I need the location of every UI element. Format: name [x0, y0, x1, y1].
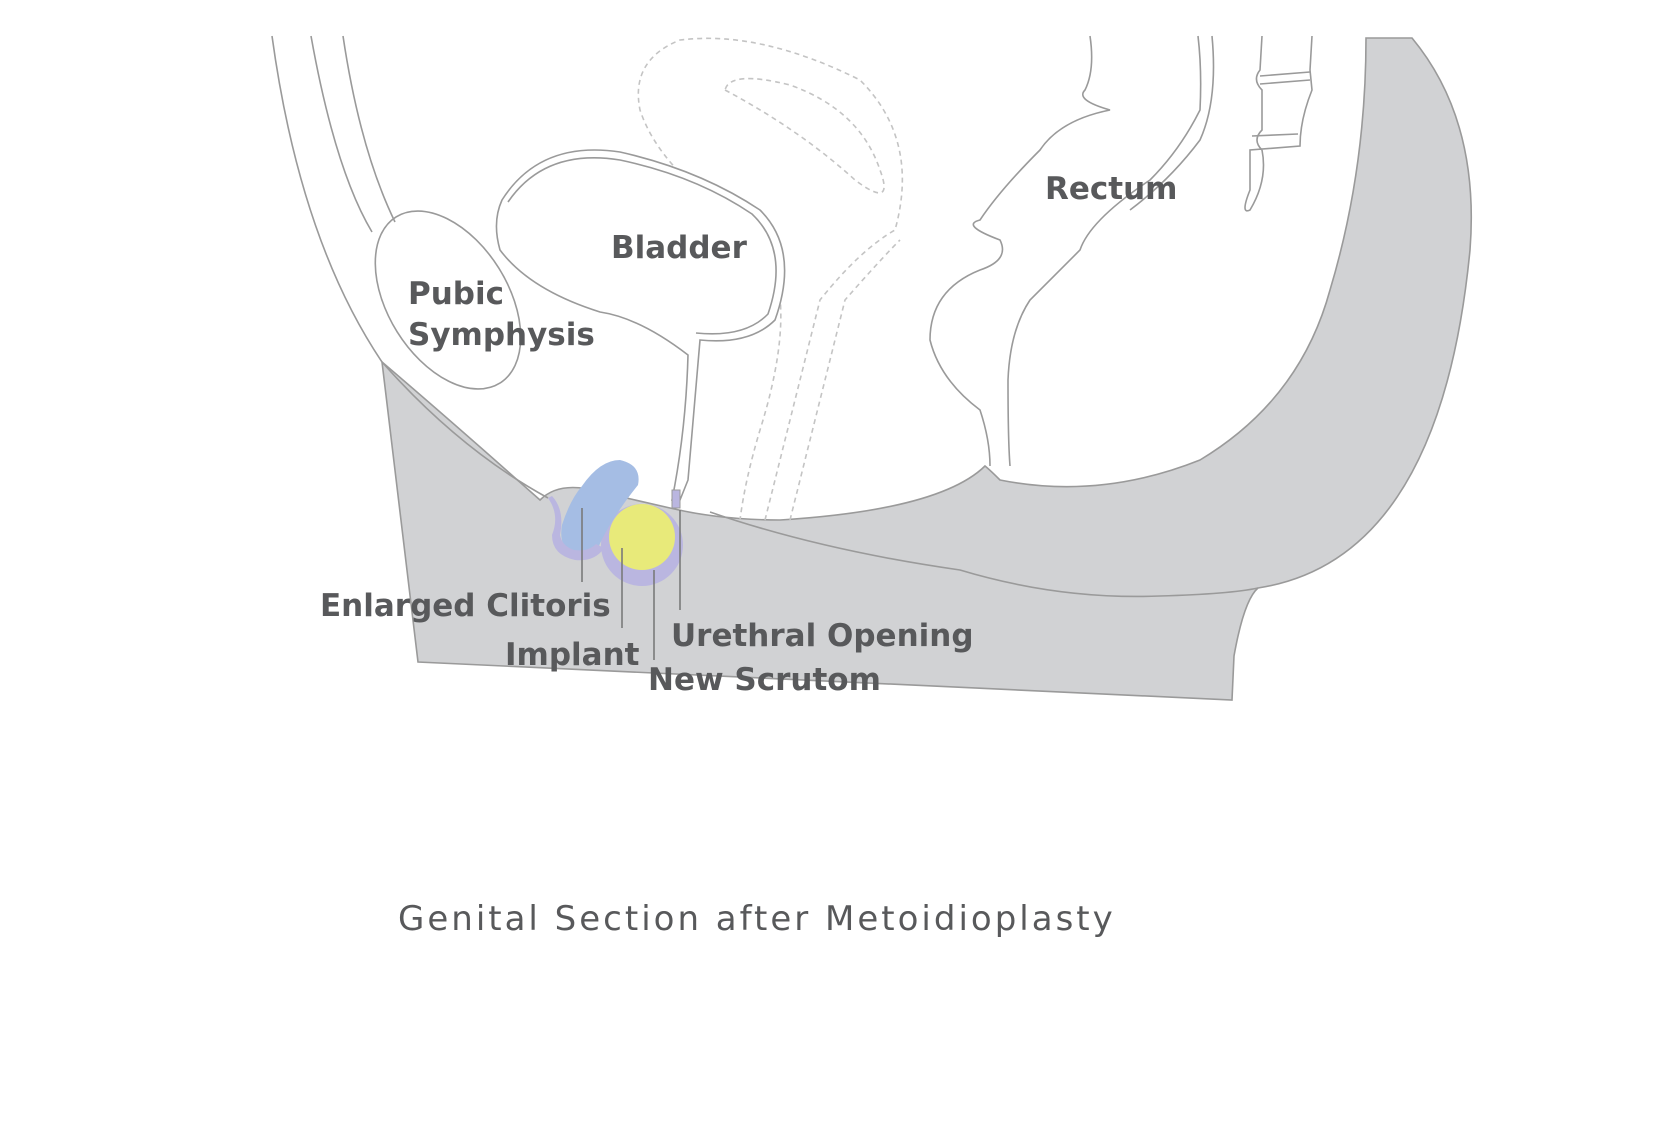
label-new-scrotum: New Scrutom [648, 662, 881, 698]
bladder-shape [495, 149, 786, 501]
abdominal-wall-outer [271, 35, 549, 499]
sacrum-segment-3 [1251, 133, 1299, 137]
label-implant: Implant [505, 637, 640, 673]
sacrum-shape [1244, 35, 1313, 212]
pubic-symphysis-shape [374, 210, 522, 390]
uterus-outline [637, 37, 904, 521]
rectum-inner [1007, 35, 1202, 467]
clitoral-hood-shape [548, 496, 604, 561]
label-pubic-line2: Symphysis [408, 317, 595, 353]
implant-shape [609, 504, 675, 570]
bladder-inner [507, 157, 777, 335]
rectum-wall [1129, 35, 1215, 211]
diagram-caption: Genital Section after Metoidioplasty [398, 899, 1116, 939]
urethral-tube [671, 489, 681, 509]
sacrum-segment-1 [1259, 71, 1311, 77]
rectum-shape [929, 35, 1111, 467]
abdominal-wall-inner [310, 35, 373, 233]
tissue-fold-line [709, 511, 1259, 598]
label-urethral-opening: Urethral Opening [671, 618, 974, 654]
label-rectum: Rectum [1045, 171, 1177, 207]
sacrum-segment-2 [1259, 79, 1311, 85]
label-pubic-line1: Pubic [408, 276, 504, 312]
uterus-cavity [724, 77, 885, 194]
enlarged-clitoris-shape [561, 460, 639, 557]
abdominal-wall-inner-2 [342, 35, 396, 223]
label-enlarged-clitoris: Enlarged Clitoris [320, 588, 611, 624]
uterus-inner [789, 239, 901, 521]
label-bladder: Bladder [611, 230, 748, 266]
